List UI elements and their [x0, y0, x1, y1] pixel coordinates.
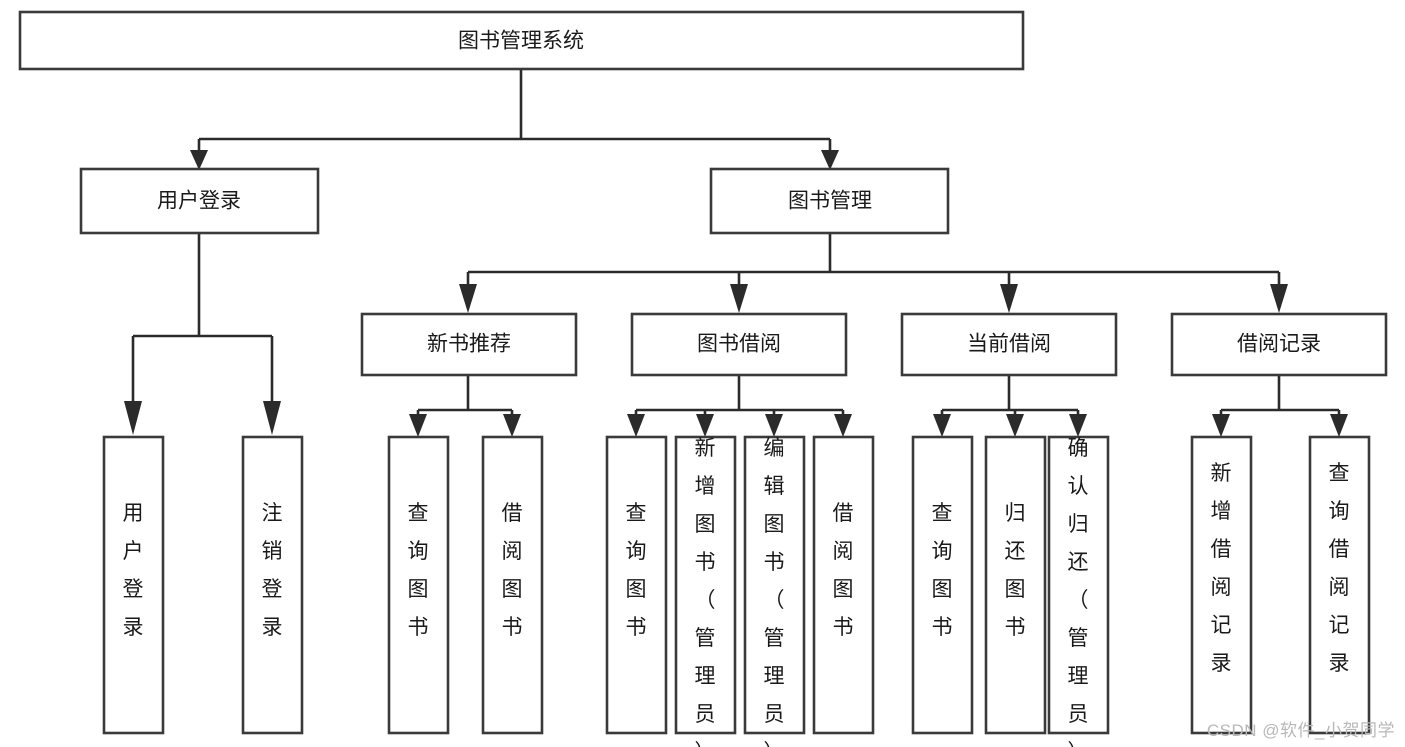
node-book-borrow-box[interactable] — [630, 312, 848, 377]
arrow-to-leaf-add-book — [696, 414, 714, 437]
arrow-to-new-book-rec — [459, 284, 477, 313]
node-leaf-add-borrow-record-box[interactable] — [1190, 435, 1253, 735]
node-borrow-record[interactable]: 借阅记录 — [1170, 312, 1388, 377]
node-leaf-return-book[interactable]: 归还图书 — [984, 435, 1047, 735]
node-user-login[interactable]: 用户登录 — [79, 167, 320, 235]
node-leaf-borrow-book-b-box[interactable] — [812, 435, 875, 735]
node-leaf-logout-label: 注销登录 — [262, 502, 283, 639]
node-leaf-borrow-book-b[interactable]: 借阅图书 — [812, 435, 875, 735]
node-leaf-query-borrow-record-box[interactable] — [1308, 435, 1371, 735]
node-user-login-label: 用户登录 — [157, 190, 241, 213]
node-leaf-query-book-c-label: 查询图书 — [932, 502, 953, 639]
arrow-to-book-manage — [821, 150, 839, 170]
arrow-to-leaf-query-record — [1330, 414, 1348, 437]
node-leaf-borrow-book-a[interactable]: 借阅图书 — [481, 435, 544, 735]
node-leaf-query-book-c-box[interactable] — [911, 435, 974, 735]
connector-layer — [124, 69, 1348, 437]
arrow-to-leaf-logout — [263, 401, 281, 435]
node-leaf-query-book-b[interactable]: 查询图书 — [605, 435, 668, 735]
node-leaf-query-book-c[interactable]: 查询图书 — [911, 435, 974, 735]
arrow-to-leaf-user-login — [124, 401, 142, 435]
node-book-manage-box[interactable] — [709, 167, 950, 235]
arrow-to-leaf-query-book-a — [409, 414, 427, 437]
node-leaf-add-borrow-record[interactable]: 新增借阅记录 — [1190, 435, 1253, 735]
arrow-to-borrow-record — [1270, 284, 1288, 313]
node-leaf-confirm-return-box[interactable] — [1047, 435, 1110, 735]
node-book-manage[interactable]: 图书管理 — [709, 167, 950, 235]
arrow-to-leaf-confirm-return — [1069, 414, 1087, 437]
arrow-to-book-borrow — [730, 284, 748, 313]
node-current-borrow[interactable]: 当前借阅 — [900, 312, 1118, 377]
node-leaf-logout-box[interactable] — [241, 435, 304, 735]
node-leaf-query-borrow-record-label: 查询借阅记录 — [1329, 462, 1350, 675]
arrow-to-user-login — [190, 150, 208, 170]
arrow-to-leaf-return-book — [1006, 414, 1024, 437]
node-borrow-record-box[interactable] — [1170, 312, 1388, 377]
arrow-to-leaf-borrow-book-b — [834, 414, 852, 437]
node-root-system[interactable]: 图书管理系统 — [18, 10, 1025, 71]
node-leaf-add-book-box[interactable] — [674, 435, 737, 735]
arrow-to-leaf-borrow-book-a — [503, 414, 521, 437]
node-leaf-add-borrow-record-label: 新增借阅记录 — [1211, 462, 1232, 675]
arrow-to-leaf-query-book-c — [933, 414, 951, 437]
node-leaf-user-login-box[interactable] — [102, 435, 165, 735]
node-leaf-borrow-book-a-box[interactable] — [481, 435, 544, 735]
node-leaf-user-login-label: 用户登录 — [123, 502, 144, 639]
node-user-login-box[interactable] — [79, 167, 320, 235]
node-new-book-recommend[interactable]: 新书推荐 — [360, 312, 578, 377]
node-root-system-box[interactable] — [18, 10, 1025, 71]
node-new-book-recommend-label: 新书推荐 — [427, 333, 511, 356]
node-leaf-borrow-book-b-label: 借阅图书 — [833, 502, 854, 639]
node-leaf-edit-book[interactable]: 编辑图书（管理员） — [743, 435, 806, 747]
node-leaf-query-book-b-box[interactable] — [605, 435, 668, 735]
node-leaf-query-borrow-record[interactable]: 查询借阅记录 — [1308, 435, 1371, 735]
node-leaf-logout[interactable]: 注销登录 — [241, 435, 304, 735]
node-book-borrow[interactable]: 图书借阅 — [630, 312, 848, 377]
node-leaf-confirm-return[interactable]: 确认归还（管理员） — [1047, 435, 1110, 747]
node-book-borrow-label: 图书借阅 — [697, 333, 781, 356]
node-borrow-record-label: 借阅记录 — [1237, 333, 1321, 356]
node-leaf-query-book-a-box[interactable] — [387, 435, 450, 735]
node-leaf-add-book[interactable]: 新增图书（管理员） — [674, 435, 737, 747]
node-book-manage-label: 图书管理 — [788, 190, 872, 213]
node-leaf-return-book-box[interactable] — [984, 435, 1047, 735]
node-leaf-return-book-label: 归还图书 — [1005, 502, 1026, 639]
node-leaf-user-login[interactable]: 用户登录 — [102, 435, 165, 735]
node-leaf-query-book-a-label: 查询图书 — [408, 502, 429, 639]
node-leaf-query-book-a[interactable]: 查询图书 — [387, 435, 450, 735]
node-leaf-confirm-return-label: 确认归还（管理员） — [1068, 437, 1089, 747]
node-leaf-query-book-b-label: 查询图书 — [626, 502, 647, 639]
node-leaf-add-book-label: 新增图书（管理员） — [695, 437, 716, 747]
node-leaf-edit-book-label: 编辑图书（管理员） — [764, 437, 785, 747]
node-root-system-label: 图书管理系统 — [458, 30, 584, 53]
node-leaf-edit-book-box[interactable] — [743, 435, 806, 735]
node-leaf-borrow-book-a-label: 借阅图书 — [502, 502, 523, 639]
arrow-to-current-borrow — [1000, 284, 1018, 313]
node-new-book-recommend-box[interactable] — [360, 312, 578, 377]
node-current-borrow-label: 当前借阅 — [967, 333, 1051, 356]
arrow-to-leaf-edit-book — [765, 414, 783, 437]
node-current-borrow-box[interactable] — [900, 312, 1118, 377]
arrow-to-leaf-add-record — [1212, 414, 1230, 437]
arrow-to-leaf-query-book-b — [627, 414, 645, 437]
